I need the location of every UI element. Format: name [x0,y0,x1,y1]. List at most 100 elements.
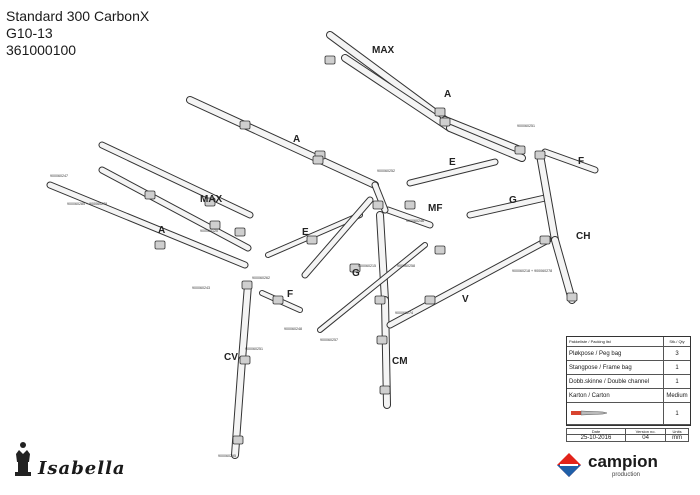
frame-tube-fill [99,142,253,218]
part-number: 900060120 [200,229,218,233]
frame-joint [374,295,386,305]
meta-units-label: Units [665,428,689,435]
frame-joint [372,200,384,210]
packing-qty: Medium [663,388,690,403]
part-number: 900060257 [320,338,338,342]
part-number: 900060258 [397,264,415,268]
frame-joint [241,280,253,290]
campion-logo-icon [557,453,581,477]
frame-joint [272,295,284,305]
frame-tube-fill [377,212,388,303]
frame-joint [239,120,251,130]
label-e-upper: E [449,157,456,168]
packing-row: Karton / Carton Medium [567,388,690,403]
frame-tube-fill [537,152,558,243]
frame-joint [209,220,221,230]
frame-tube-fill [342,55,453,131]
label-max-top: MAX [372,45,395,56]
frame-joint [376,335,388,345]
part-number: 900060251 [245,347,263,351]
frame-tube-fill [187,97,378,188]
packing-qty: 1 [663,402,690,425]
frame-tube-fill [447,125,525,161]
part-number: 900060218 + 900060278 [512,269,552,273]
frame-tube-fill [302,197,373,278]
packing-qty: 3 [663,346,690,361]
frame-tube-fill [385,207,433,228]
packing-qty: 1 [663,374,690,389]
label-v: V [462,294,469,305]
frame-joint [424,295,436,305]
frame-tube-fill [467,195,548,218]
frame-joint [324,55,336,65]
part-number: 900060274 [395,311,413,315]
frame-joint [154,240,166,250]
header: Standard 300 CarbonX G10-13 361000100 [6,8,149,59]
frame-joint [534,150,546,160]
packing-row: Dobb.skinne / Double channel 1 [567,374,690,389]
meta-version-label: Version no. [624,428,667,435]
frame-tube-fill [552,237,575,303]
packing-row: Pløkpose / Peg bag 3 [567,346,690,361]
frame-tube-fill [318,243,427,332]
packing-item: Stangpose / Frame bag [567,360,664,375]
packing-header-qty: Stk./ Qty [663,337,690,347]
meta-units: mm [665,434,689,442]
frame-joint [239,355,251,365]
label-e-left: E [302,227,309,238]
frame-tube-fill [327,32,448,123]
label-mf: MF [428,203,442,214]
label-g-center: G [352,268,360,279]
frame-tube-fill [407,159,498,186]
meta-date: 25-10-2016 [566,434,626,442]
frame-joint [566,292,578,302]
drawing-meta: Date Version no. Units 25-10-2016 04 mm [566,428,689,442]
meta-version: 04 [624,434,667,442]
frame-joint [514,145,526,155]
frame-joint [379,385,391,395]
part-number: 900060262 [252,276,270,280]
article-number: 361000100 [6,42,77,58]
isabella-crown-icon [15,442,31,476]
campion-subtitle: production [612,472,641,478]
packing-qty: 1 [663,360,690,375]
frame-tube-fill [99,167,251,251]
drawing-title: Standard 300 CarbonX [6,8,150,24]
part-number: 900060251 [517,124,535,128]
label-cm: CM [392,356,408,367]
frame-joint [144,190,156,200]
label-a-top-right: A [444,89,451,100]
label-a-center: A [293,134,300,145]
part-number: 900060247 [50,174,68,178]
label-g-right: G [509,195,517,206]
frame-tube-fill [239,282,251,363]
tube-group [46,31,599,459]
packing-row: Stangpose / Frame bag 1 [567,360,690,375]
part-number: 900060246 [406,219,424,223]
frame-joint [404,200,416,210]
label-f-right: F [578,156,584,167]
frame-joint [312,155,324,165]
label-cv: CV [224,352,238,363]
frame-joint [434,107,446,117]
part-number: 900060295 [218,454,236,458]
packing-item: Dobb.skinne / Double channel [567,374,664,389]
packing-list: Pakkeliste / Packing list Stk./ Qty Pløk… [566,336,691,426]
peg-icon [571,410,608,415]
frame-joint [434,245,446,255]
label-a-left: A [158,225,165,236]
part-number: 900060252 [377,169,395,173]
frame-tube-fill [266,213,362,257]
frame-joint [439,117,451,127]
packing-header-item: Pakkeliste / Packing list [567,337,664,347]
drawing-code: G10-13 [6,25,53,41]
packing-row: 1 [567,402,690,425]
frame-tube-fill [442,117,523,153]
label-f-left: F [287,289,293,300]
campion-logo: campion [588,452,658,471]
frame-joint [349,263,361,273]
isabella-logo: Isabella [38,458,126,479]
part-number: 900060215 [358,264,376,268]
label-max-left: MAX [200,194,223,205]
part-number: 900060243 [192,286,210,290]
